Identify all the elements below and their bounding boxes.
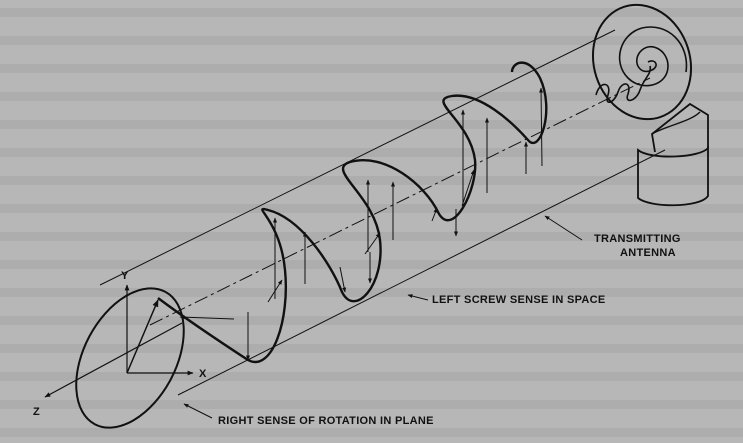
antenna-pedestal [637, 145, 709, 207]
show-through-text [0, 8, 743, 437]
antenna-label-line1: TRANSMITTING [594, 233, 681, 245]
xy-axes [124, 284, 194, 376]
y-axis-label: Y [121, 270, 129, 282]
z-axis-label: Z [33, 406, 40, 418]
antenna-dish [591, 3, 693, 121]
rotating-vector-arrow [126, 299, 159, 374]
guide-line-bottom [177, 149, 666, 396]
left-screw-leader [407, 294, 429, 301]
antenna-spiral [618, 26, 688, 87]
transmitting-antenna [591, 3, 709, 207]
field-vectors [179, 87, 544, 361]
guide-lines [99, 29, 666, 396]
right-sense-leader [183, 403, 213, 419]
guide-line-center [149, 77, 651, 326]
right-sense-rotation-label: RIGHT SENSE OF ROTATION IN PLANE [218, 415, 434, 427]
z-axis [44, 322, 183, 398]
left-screw-sense-label: LEFT SCREW SENSE IN SPACE [432, 294, 606, 306]
antenna-leader [544, 215, 583, 241]
antenna-label-line2: ANTENNA [620, 247, 676, 259]
rotation-ellipse [75, 287, 185, 429]
guide-line-top [99, 29, 616, 286]
x-axis-label: X [199, 368, 207, 380]
leader-lines [183, 215, 583, 419]
helix-curve [157, 61, 548, 364]
antenna-helix-coils [595, 65, 652, 103]
